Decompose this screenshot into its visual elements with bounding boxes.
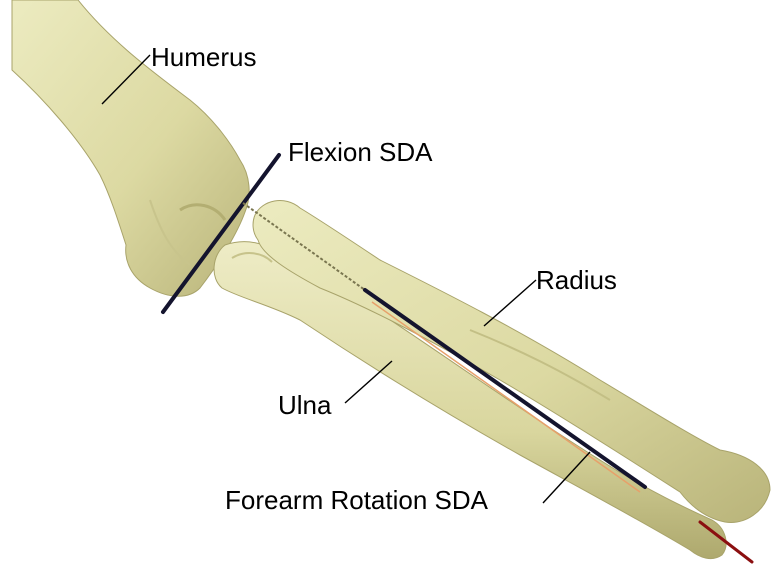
forearm-rotation-sda-label: Forearm Rotation SDA bbox=[225, 485, 489, 515]
radius-leader-line bbox=[484, 280, 536, 326]
humerus-label: Humerus bbox=[151, 42, 256, 72]
radius-label: Radius bbox=[536, 265, 617, 295]
flexion-sda-label: Flexion SDA bbox=[288, 137, 433, 167]
ulna-label: Ulna bbox=[278, 390, 332, 420]
radius-bone bbox=[253, 201, 770, 523]
ulna-leader-line bbox=[345, 361, 392, 403]
